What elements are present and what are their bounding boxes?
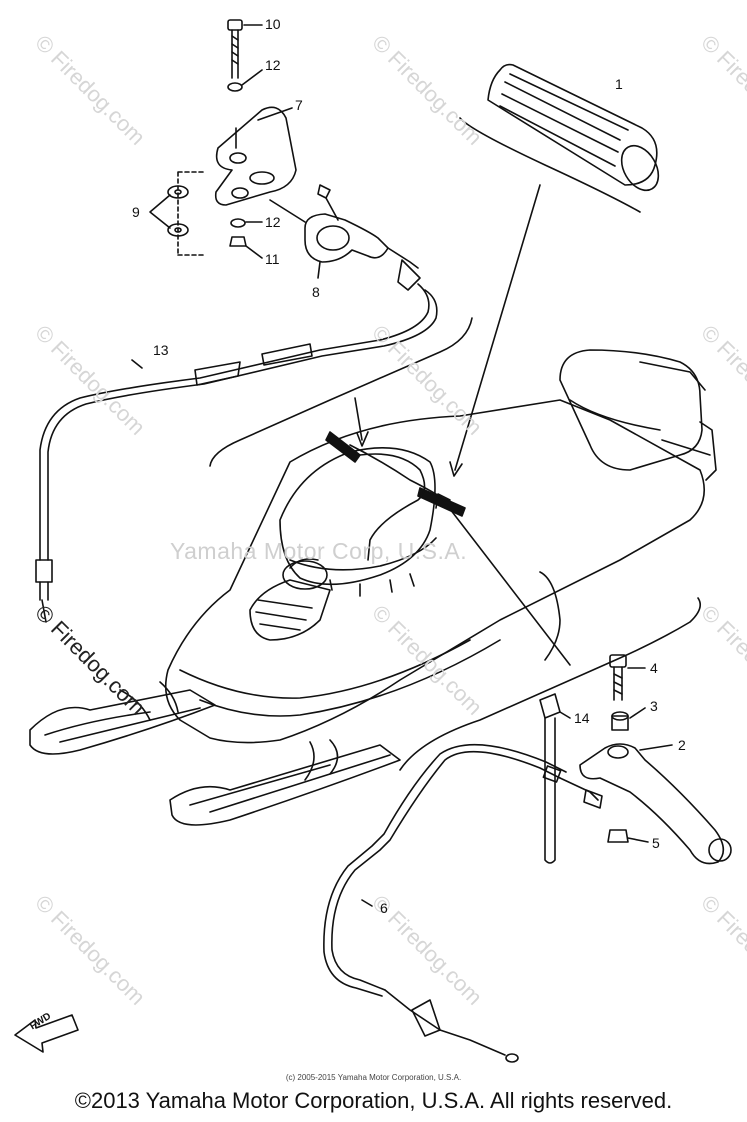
callout-12a: 12 xyxy=(265,57,281,73)
callout-11: 11 xyxy=(265,251,280,267)
bracket-assembly xyxy=(149,19,389,279)
callout-6: 6 xyxy=(380,900,388,916)
snowmobile-body xyxy=(29,184,717,826)
callout-2: 2 xyxy=(678,737,686,753)
center-watermark: Yamaha Motor Corp, U.S.A. xyxy=(170,538,468,564)
throttle-cable xyxy=(35,247,438,623)
handlebar-grip xyxy=(459,63,660,213)
callout-13: 13 xyxy=(153,342,169,358)
callout-14: 14 xyxy=(574,710,590,726)
callout-7: 7 xyxy=(295,97,303,113)
callout-4: 4 xyxy=(650,660,658,676)
callout-9: 9 xyxy=(132,204,140,220)
small-copyright: (c) 2005-2015 Yamaha Motor Corporation, … xyxy=(285,1073,462,1082)
fwd-arrow-icon xyxy=(14,1014,79,1053)
callout-5: 5 xyxy=(652,835,660,851)
brake-assembly xyxy=(323,654,732,1063)
callout-3: 3 xyxy=(650,698,658,714)
callout-8: 8 xyxy=(312,284,320,300)
copyright-footer: ©2013 Yamaha Motor Corporation, U.S.A. A… xyxy=(74,1088,673,1113)
callout-10: 10 xyxy=(265,16,281,32)
callout-1: 1 xyxy=(615,76,623,92)
callout-12b: 12 xyxy=(265,214,281,230)
